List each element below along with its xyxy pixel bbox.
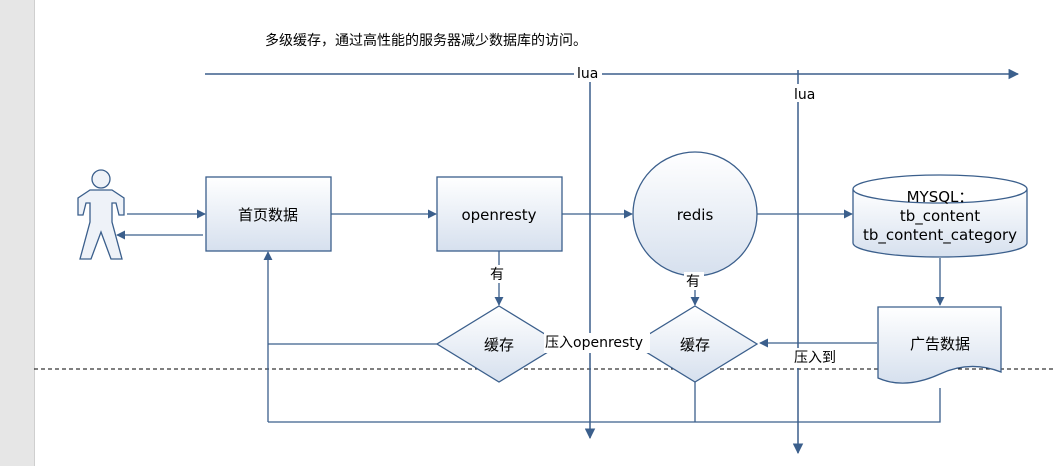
redis-label: redis [677,206,714,224]
user-icon [77,169,125,260]
has-label-1: 有 [490,267,504,283]
cache-label-2: 缓存 [680,336,710,354]
diagram-title: 多级缓存，通过高性能的服务器减少数据库的访问。 [265,32,587,49]
mysql-database [852,174,1028,258]
homepage-box [205,176,332,252]
ad-data-label: 广告数据 [910,335,970,353]
mysql-label-line1: MYSQL： [907,188,974,206]
bottom-return-loop [268,388,941,423]
left-gutter [0,0,35,466]
cache-label-1: 缓存 [484,336,514,354]
homepage-label: 首页数据 [238,206,298,224]
openresty-label: openresty [461,206,536,224]
lua-label-2: lua [794,87,815,103]
mysql-label-line3: tb_content_category [863,226,1017,245]
ad-data-shape [877,306,1002,384]
push-openresty-label: 压入openresty [545,335,643,351]
push-to-label: 压入到 [794,350,836,366]
cache-diamond-1 [435,305,563,383]
lua-label-1: lua [577,66,598,82]
has-label-2: 有 [686,274,700,290]
mysql-label-line2: tb_content [900,207,980,226]
